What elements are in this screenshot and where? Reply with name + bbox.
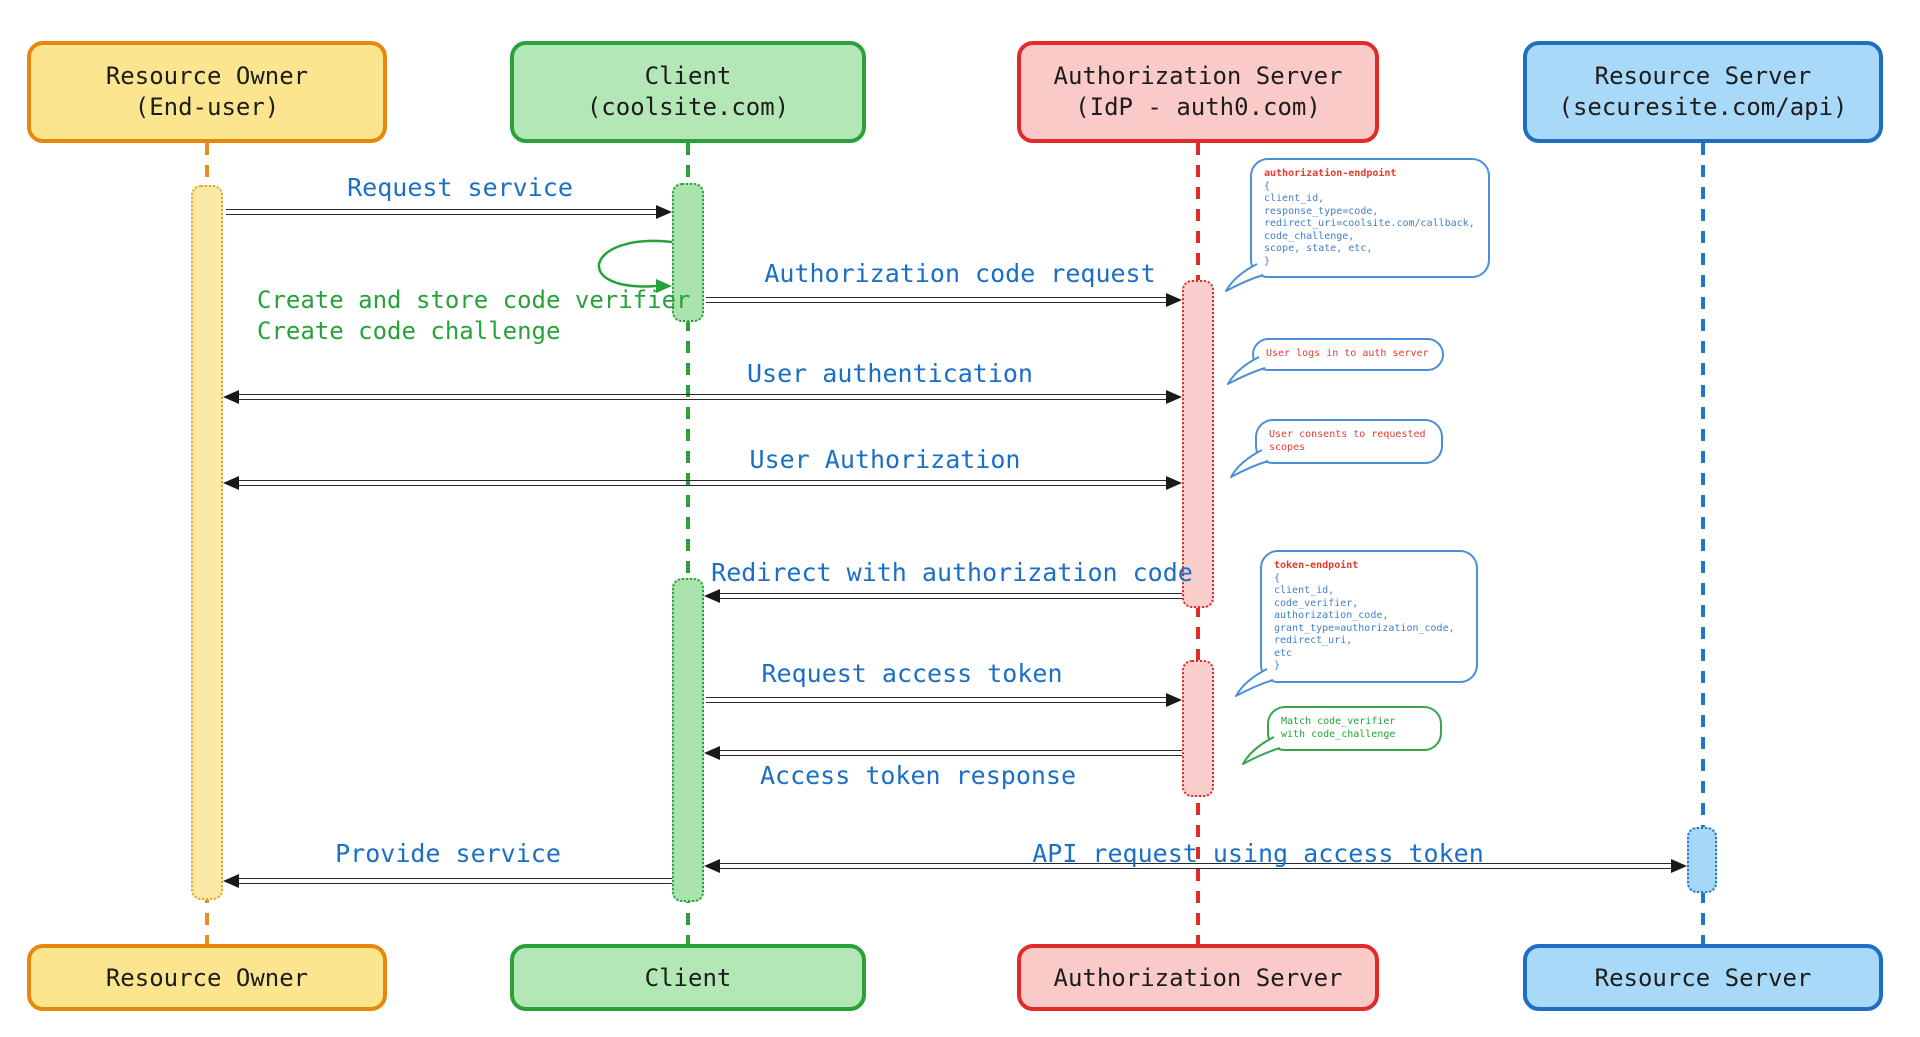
arrow-request-service — [226, 209, 657, 215]
message-label-access-token-response: Access token response — [759, 761, 1077, 790]
bubble-tail-icon — [1230, 449, 1269, 478]
client-note: Create and store code verifier Create co… — [257, 285, 690, 347]
arrow-api-request — [720, 863, 1671, 869]
arrow-auth-code-request — [706, 297, 1167, 303]
actor-authorization-server-bottom: Authorization Server — [1017, 944, 1379, 1011]
actor-label-line1: Client — [644, 62, 732, 90]
arrowhead-right-icon — [1166, 693, 1182, 707]
note-bubble-token-endpoint: token-endpoint { client_id, code_verifie… — [1235, 550, 1478, 697]
actor-resource-server-bottom: Resource Server — [1523, 944, 1883, 1011]
activation-resource-owner — [191, 185, 223, 900]
self-loop-arrow — [597, 239, 673, 293]
actor-label-line1: Resource Owner — [105, 62, 309, 90]
message-label-api-request: API request using access token — [1032, 839, 1484, 868]
activation-client-1 — [672, 183, 704, 322]
actor-label-line2: (coolsite.com) — [586, 93, 790, 121]
bubble-body: { client_id, response_type=code, redirec… — [1264, 180, 1475, 267]
activation-resource-server — [1687, 827, 1717, 893]
actor-label: Resource Server — [1594, 963, 1812, 992]
bubble-body: { client_id, code_verifier, authorizatio… — [1274, 572, 1455, 672]
arrow-provide-service — [239, 878, 672, 884]
bubble-text: User consents to requested scopes — [1269, 429, 1426, 453]
actor-label-line2: (IdP - auth0.com) — [1075, 93, 1321, 121]
message-label-provide-service: Provide service — [335, 839, 561, 868]
arrow-user-authorization — [239, 480, 1167, 486]
lifeline-resource-server — [1701, 143, 1705, 944]
note-bubble-user-consent: User consents to requested scopes — [1230, 419, 1443, 478]
client-note-line2: Create code challenge — [257, 317, 561, 345]
bubble-tail-icon — [1227, 355, 1266, 385]
message-label-auth-code-request: Authorization code request — [764, 259, 1156, 288]
client-note-line1: Create and store code verifier — [257, 286, 691, 314]
arrow-user-authentication — [239, 394, 1167, 400]
bubble-text: User logs in to auth server — [1266, 348, 1429, 359]
activation-client-2 — [672, 578, 704, 902]
message-label-request-access-token: Request access token — [761, 659, 1063, 688]
actor-label-line1: Authorization Server — [1053, 62, 1343, 90]
bubble-title: token-endpoint — [1274, 560, 1359, 571]
lifeline-client — [686, 143, 690, 944]
actor-resource-server: Resource Server (securesite.com/api) — [1523, 41, 1883, 143]
message-label-redirect-auth-code: Redirect with authorization code — [711, 558, 1193, 587]
note-bubble-authorization-endpoint: authorization-endpoint { client_id, resp… — [1225, 158, 1490, 292]
note-bubble-match-verifier: Match code_verifier with code_challenge — [1242, 706, 1442, 765]
bubble-tail-icon — [1242, 736, 1281, 765]
bubble-title: authorization-endpoint — [1264, 168, 1397, 179]
arrowhead-left-icon — [704, 589, 720, 603]
actor-authorization-server: Authorization Server (IdP - auth0.com) — [1017, 41, 1379, 143]
arrowhead-right-icon — [1166, 293, 1182, 307]
actor-resource-owner-bottom: Resource Owner — [27, 944, 387, 1011]
arrowhead-left-icon — [223, 390, 239, 404]
message-label-request-service: Request service — [347, 173, 573, 202]
actor-client-bottom: Client — [510, 944, 866, 1011]
actor-resource-owner: Resource Owner (End-user) — [27, 41, 387, 143]
actor-client: Client (coolsite.com) — [510, 41, 866, 143]
arrowhead-left-icon — [704, 746, 720, 760]
actor-label: Authorization Server — [1053, 963, 1343, 992]
activation-auth-server-1 — [1182, 280, 1214, 608]
arrowhead-right-icon — [656, 205, 672, 219]
actor-label-line2: (End-user) — [134, 93, 280, 121]
arrowhead-right-icon — [1671, 859, 1687, 873]
bubble-tail-icon — [1225, 263, 1264, 292]
actor-label: Resource Owner — [105, 963, 309, 992]
actor-label: Client — [644, 963, 732, 992]
arrow-redirect-auth-code — [720, 593, 1182, 599]
note-bubble-user-login: User logs in to auth server — [1227, 338, 1444, 385]
message-label-user-authorization: User Authorization — [749, 445, 1021, 474]
arrowhead-left-icon — [223, 476, 239, 490]
arrowhead-left-icon — [223, 874, 239, 888]
bubble-text: Match code_verifier with code_challenge — [1281, 716, 1396, 740]
arrow-request-access-token — [706, 697, 1167, 703]
arrowhead-right-icon — [1166, 476, 1182, 490]
actor-label-line2: (securesite.com/api) — [1558, 93, 1848, 121]
arrow-access-token-response — [720, 750, 1182, 756]
bubble-tail-icon — [1235, 667, 1274, 697]
message-label-user-authentication: User authentication — [747, 359, 1033, 388]
arrowhead-left-icon — [704, 859, 720, 873]
activation-auth-server-2 — [1182, 660, 1214, 797]
arrowhead-right-icon — [1166, 390, 1182, 404]
actor-label-line1: Resource Server — [1594, 62, 1812, 90]
